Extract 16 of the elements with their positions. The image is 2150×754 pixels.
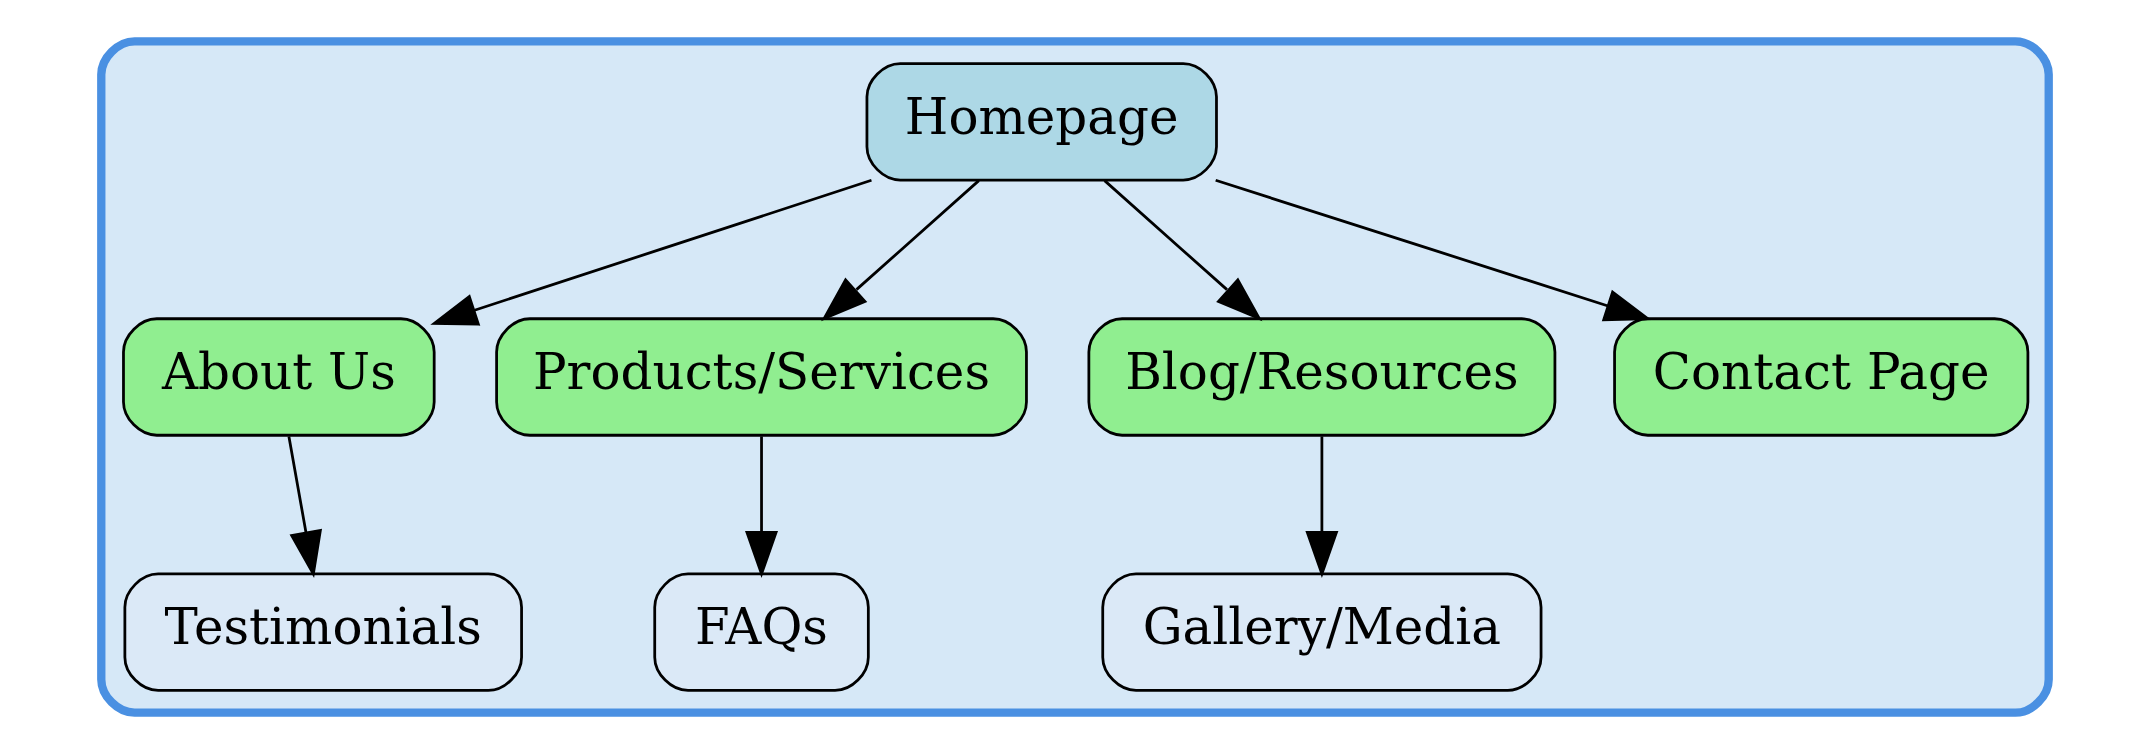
arrow (745, 436, 779, 579)
node-box: Gallery/Media (1101, 572, 1543, 692)
cluster (97, 37, 2053, 717)
arrow (430, 178, 872, 326)
arrow (1215, 178, 1652, 322)
node-box: Blog/Resources (1087, 317, 1557, 437)
node-box: Homepage (865, 62, 1218, 182)
arrow (1103, 179, 1263, 322)
arrow (287, 436, 323, 578)
node-box: Testimonials (123, 572, 523, 692)
arrow (1305, 436, 1339, 579)
arrow (821, 179, 980, 322)
node-box: About Us (122, 317, 436, 437)
node-box: Products/Services (495, 317, 1028, 437)
node-box: Contact Page (1613, 317, 2030, 437)
node-box: FAQs (653, 572, 870, 692)
